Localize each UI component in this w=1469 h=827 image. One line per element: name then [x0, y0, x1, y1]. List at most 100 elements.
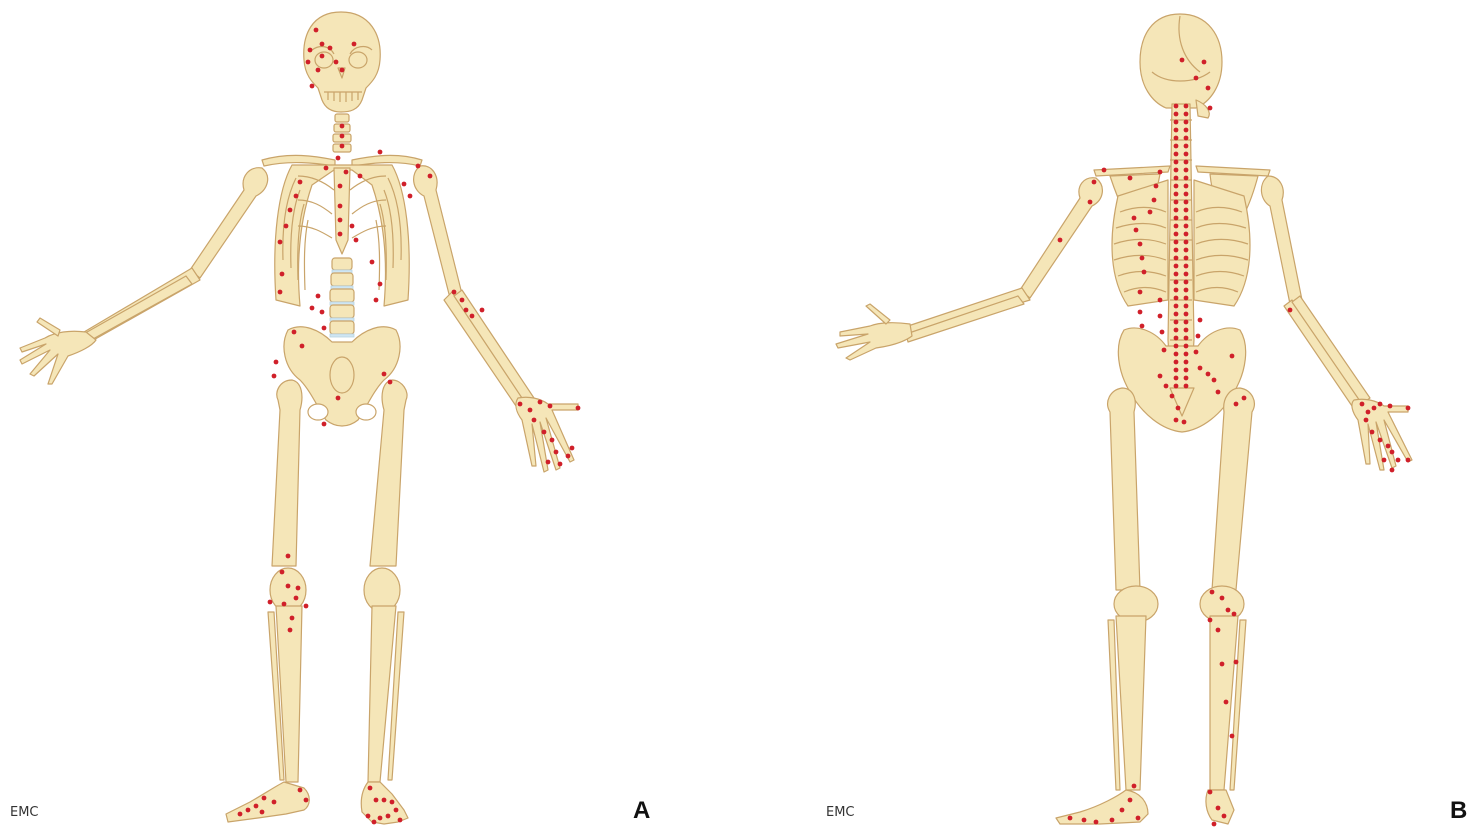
anterior-tender-point	[306, 60, 311, 65]
posterior-tender-point	[1216, 628, 1221, 633]
posterior-tender-point	[1158, 170, 1163, 175]
posterior-tender-point	[1174, 304, 1179, 309]
posterior-tender-point	[1174, 418, 1179, 423]
posterior-tender-point	[1174, 208, 1179, 213]
anterior-tender-point	[532, 418, 537, 423]
anterior-tender-point	[322, 326, 327, 331]
anterior-tender-point	[374, 798, 379, 803]
posterior-tender-point	[1206, 86, 1211, 91]
posterior-tender-point	[1174, 248, 1179, 253]
posterior-tender-point	[1120, 808, 1125, 813]
posterior-tender-point	[1230, 354, 1235, 359]
posterior-tender-point	[1174, 200, 1179, 205]
posterior-tender-point	[1136, 816, 1141, 821]
anterior-tender-point	[288, 208, 293, 213]
posterior-tender-point	[1216, 806, 1221, 811]
posterior-tender-point	[1184, 224, 1189, 229]
posterior-tender-point	[1174, 152, 1179, 157]
anterior-tender-point	[388, 380, 393, 385]
anterior-tender-point	[322, 422, 327, 427]
anterior-tender-point	[538, 400, 543, 405]
anterior-tender-point	[320, 42, 325, 47]
posterior-tender-point	[1174, 216, 1179, 221]
posterior-tender-point	[1390, 468, 1395, 473]
anterior-tender-point	[566, 454, 571, 459]
posterior-tender-point	[1184, 296, 1189, 301]
posterior-tender-point	[1138, 242, 1143, 247]
anterior-tender-point	[268, 600, 273, 605]
anterior-tender-point	[336, 396, 341, 401]
posterior-tender-point	[1082, 818, 1087, 823]
posterior-tender-point	[1198, 318, 1203, 323]
anterior-tender-point	[324, 166, 329, 171]
posterior-tender-point	[1184, 280, 1189, 285]
posterior-tender-point	[1196, 334, 1201, 339]
anterior-tender-point	[320, 54, 325, 59]
anterior-tender-point	[372, 820, 377, 825]
posterior-tender-point	[1364, 418, 1369, 423]
posterior-tender-point	[1370, 430, 1375, 435]
posterior-tender-point	[1184, 304, 1189, 309]
posterior-tender-point	[1152, 198, 1157, 203]
posterior-tender-point	[1160, 330, 1165, 335]
anterior-tender-point	[304, 798, 309, 803]
posterior-tender-point	[1132, 216, 1137, 221]
posterior-tender-point	[1102, 168, 1107, 173]
posterior-tender-point	[1184, 320, 1189, 325]
anterior-tender-point	[340, 144, 345, 149]
posterior-tender-point	[1174, 160, 1179, 165]
anterior-tender-point	[386, 814, 391, 819]
posterior-tender-point	[1174, 224, 1179, 229]
posterior-tender-point	[1232, 612, 1237, 617]
posterior-tender-point	[1184, 376, 1189, 381]
posterior-tender-point	[1068, 816, 1073, 821]
posterior-tender-point	[1174, 320, 1179, 325]
posterior-tender-point	[1242, 396, 1247, 401]
anterior-tender-point	[548, 404, 553, 409]
posterior-tender-point	[1388, 404, 1393, 409]
anterior-tender-point	[382, 798, 387, 803]
posterior-tender-point	[1208, 790, 1213, 795]
anterior-tender-point	[550, 438, 555, 443]
posterior-tender-point	[1094, 820, 1099, 825]
posterior-tender-point	[1396, 458, 1401, 463]
posterior-tender-point	[1184, 104, 1189, 109]
posterior-tender-point	[1184, 176, 1189, 181]
posterior-tender-point	[1184, 368, 1189, 373]
posterior-tender-point	[1184, 168, 1189, 173]
anterior-tender-point	[272, 374, 277, 379]
posterior-tender-point	[1184, 344, 1189, 349]
anterior-tender-point	[370, 260, 375, 265]
posterior-tender-point	[1088, 200, 1093, 205]
anterior-tender-point	[470, 314, 475, 319]
anterior-tender-point	[310, 306, 315, 311]
posterior-tender-point	[1174, 256, 1179, 261]
anterior-tender-point	[428, 174, 433, 179]
posterior-tender-point	[1174, 120, 1179, 125]
anterior-tender-point	[260, 810, 265, 815]
posterior-tender-point	[1184, 272, 1189, 277]
posterior-tender-point	[1176, 406, 1181, 411]
posterior-tender-point	[1184, 232, 1189, 237]
posterior-tender-point	[1202, 60, 1207, 65]
anterior-tender-point	[310, 84, 315, 89]
posterior-tender-point	[1184, 384, 1189, 389]
anterior-tender-point	[402, 182, 407, 187]
anterior-tender-point	[298, 180, 303, 185]
posterior-tender-point	[1184, 192, 1189, 197]
posterior-tender-point	[1378, 438, 1383, 443]
posterior-tender-point	[1208, 618, 1213, 623]
posterior-tender-point	[1174, 184, 1179, 189]
posterior-tender-point	[1184, 352, 1189, 357]
posterior-tender-point	[1058, 238, 1063, 243]
anterior-tender-point	[350, 224, 355, 229]
anterior-skeleton	[20, 12, 578, 824]
anterior-tender-point	[280, 570, 285, 575]
panel-letter-b: B	[1450, 797, 1467, 824]
anterior-tender-point	[278, 290, 283, 295]
anterior-tender-point	[378, 282, 383, 287]
posterior-tender-point	[1174, 144, 1179, 149]
posterior-tender-point	[1138, 290, 1143, 295]
anterior-tender-point	[338, 232, 343, 237]
posterior-tender-point	[1174, 176, 1179, 181]
